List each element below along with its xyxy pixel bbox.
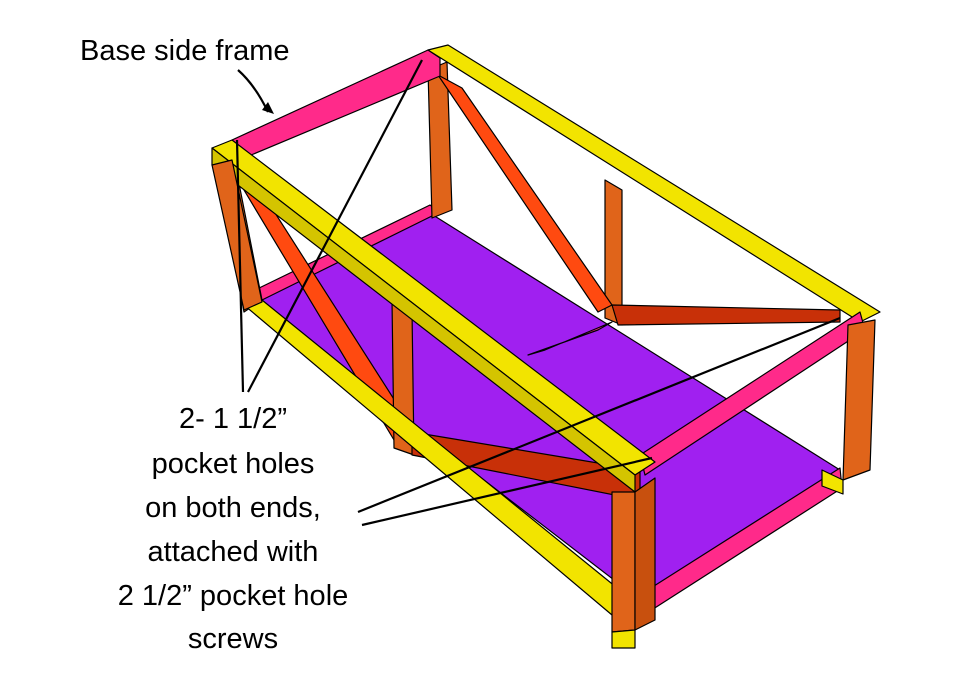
note-line-2: pocket holes bbox=[152, 448, 315, 480]
front-right-leg bbox=[611, 491, 636, 633]
label-base-side-frame: Base side frame bbox=[80, 35, 290, 67]
leader-base-side-frame bbox=[237, 69, 269, 113]
leader-arrowhead bbox=[262, 102, 274, 114]
note-line-6: screws bbox=[188, 623, 278, 655]
right-back-leg bbox=[842, 319, 876, 481]
leader-pocket-hole-1 bbox=[235, 139, 245, 393]
front-left-leg bbox=[211, 159, 263, 311]
pocket-hole-note: 2- 1 1/2” pocket holes on both ends, att… bbox=[118, 403, 349, 655]
back-leg-left bbox=[427, 61, 453, 219]
note-line-5: 2 1/2” pocket hole bbox=[118, 580, 349, 612]
front-right-leg-side bbox=[634, 477, 656, 631]
leader-pocket-hole-4 bbox=[361, 456, 653, 527]
shelf-center-divider bbox=[527, 321, 613, 356]
note-line-3: on both ends, bbox=[145, 492, 321, 524]
front-right-leg-foot bbox=[611, 629, 636, 649]
right-top-rail bbox=[427, 44, 881, 323]
note-line-1: 2- 1 1/2” bbox=[179, 403, 287, 435]
right-back-leg-foot bbox=[821, 469, 844, 495]
note-line-4: attached with bbox=[148, 536, 319, 568]
leader-pocket-hole-3 bbox=[357, 316, 841, 514]
back-lower-brace bbox=[611, 304, 841, 326]
leader-pocket-hole-2 bbox=[247, 59, 423, 393]
